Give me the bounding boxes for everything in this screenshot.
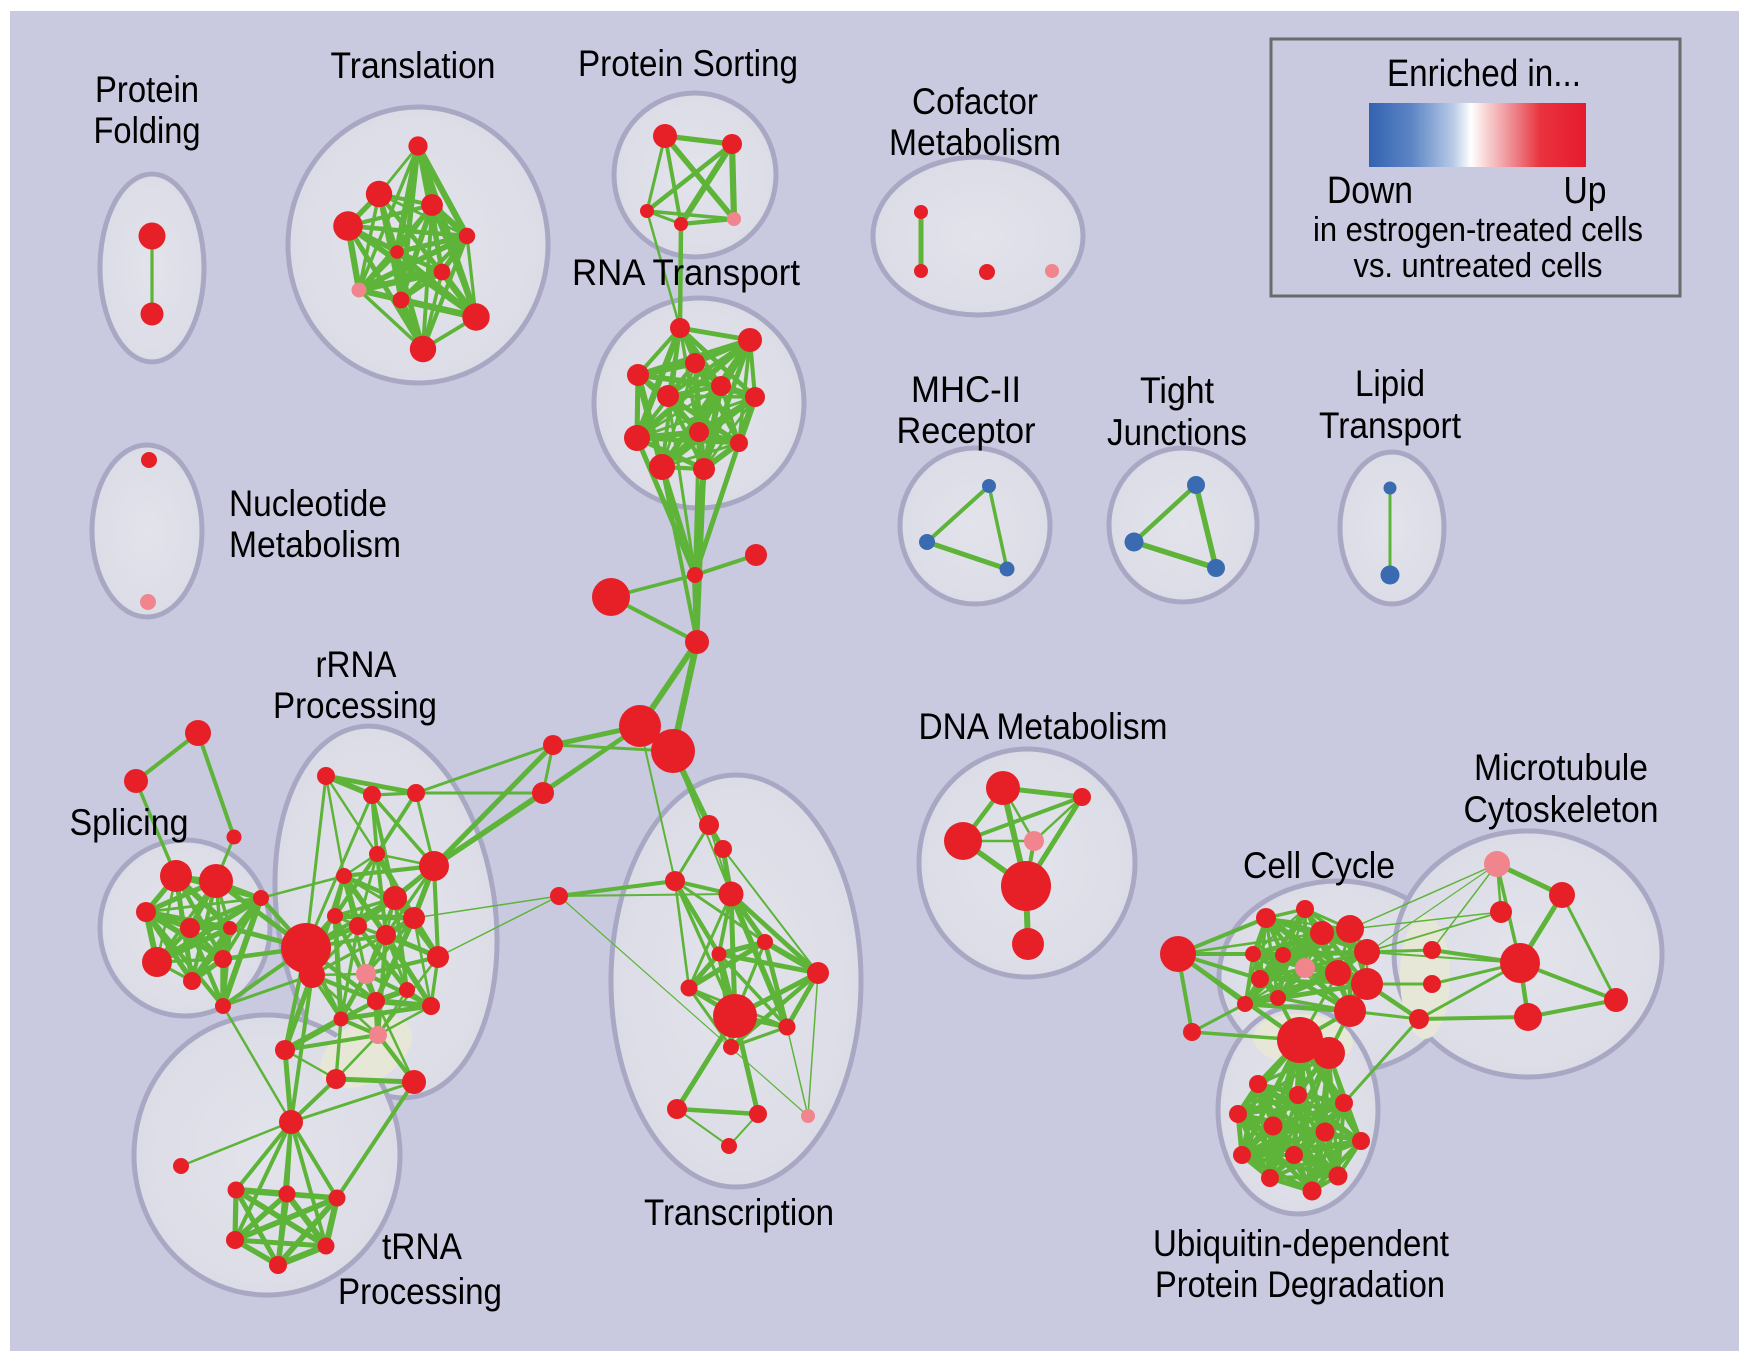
svg-text:Metabolism: Metabolism (229, 523, 401, 565)
svg-text:RNA Transport: RNA Transport (572, 251, 801, 293)
svg-text:Tight: Tight (1140, 369, 1215, 411)
svg-text:Lipid: Lipid (1355, 362, 1425, 404)
svg-text:Cytoskeleton: Cytoskeleton (1464, 788, 1659, 830)
svg-text:vs. untreated cells: vs. untreated cells (1354, 247, 1603, 285)
svg-text:Splicing: Splicing (70, 801, 189, 843)
svg-text:tRNA: tRNA (382, 1225, 462, 1267)
svg-text:Protein Degradation: Protein Degradation (1155, 1263, 1445, 1305)
svg-text:in estrogen-treated cells: in estrogen-treated cells (1313, 211, 1643, 249)
svg-text:Protein Sorting: Protein Sorting (578, 42, 798, 84)
svg-text:Processing: Processing (338, 1270, 502, 1312)
svg-text:Cofactor: Cofactor (912, 80, 1038, 122)
svg-text:DNA Metabolism: DNA Metabolism (919, 705, 1168, 747)
svg-text:Metabolism: Metabolism (889, 121, 1061, 163)
svg-text:Up: Up (1564, 170, 1607, 212)
svg-text:Down: Down (1327, 170, 1413, 212)
svg-text:Translation: Translation (331, 44, 496, 86)
svg-text:Folding: Folding (94, 109, 201, 151)
svg-text:Enriched in...: Enriched in... (1387, 53, 1581, 95)
svg-text:Cell Cycle: Cell Cycle (1243, 844, 1395, 886)
svg-text:Junctions: Junctions (1107, 411, 1247, 453)
svg-text:Nucleotide: Nucleotide (229, 482, 387, 524)
svg-text:rRNA: rRNA (316, 643, 397, 685)
svg-text:MHC-II: MHC-II (911, 368, 1021, 410)
svg-text:Protein: Protein (95, 68, 199, 110)
svg-text:Transcription: Transcription (644, 1191, 834, 1233)
svg-text:Receptor: Receptor (897, 409, 1036, 451)
svg-text:Microtubule: Microtubule (1474, 746, 1648, 788)
svg-text:Transport: Transport (1319, 404, 1462, 446)
svg-text:Processing: Processing (273, 684, 437, 726)
svg-text:Ubiquitin-dependent: Ubiquitin-dependent (1153, 1222, 1450, 1264)
